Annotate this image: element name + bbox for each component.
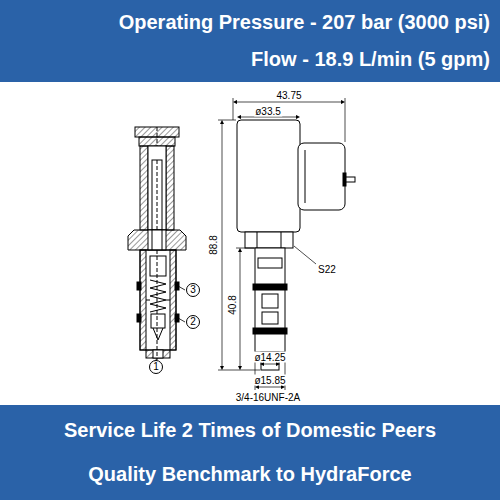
dimension-line-part [262,364,278,365]
callout-circle: 2 [186,315,200,329]
callout-circle: 3 [186,283,200,297]
section-view-part [128,230,186,250]
side-view-part [255,248,285,352]
dimension-line-part [218,120,236,121]
side-view-part [305,150,306,203]
dimension-line [218,98,345,390]
section-view-part [152,230,153,250]
side-view-part [262,294,278,308]
section-view-part [162,230,163,250]
side-view-part [281,232,282,248]
side-view-part [298,143,345,210]
callout-number: 2 [190,317,196,327]
section-view-part [146,350,170,358]
section-view-part [140,250,146,350]
side-view-part [258,258,282,268]
side-view-part [253,328,287,334]
section-view-part [151,314,165,328]
section-view-part [166,146,174,230]
section-view-part [157,127,158,146]
dimension-line-part [239,117,298,118]
section-view-part [170,250,176,350]
section-view-part [140,250,176,350]
section-view-part [137,314,141,322]
section-view-part [153,350,163,358]
section-view-part [137,282,141,290]
leader-line [156,286,185,362]
callout-number: 1 [153,362,159,372]
thread-spec-label: 3/4-16UNF-2A [235,392,301,403]
side-view-part [245,232,293,248]
dimension-line-part [222,122,223,368]
dimension-line-part [235,102,343,103]
dimension-text: ø15.85 [253,375,286,386]
section-view-part [153,328,163,340]
dimension-text: 40.8 [227,294,238,315]
dimension-text: ø33.5 [254,106,282,117]
side-view [237,120,355,370]
leader-line-part [178,286,185,290]
section-view-part [150,256,166,276]
dimension-line-part [257,387,283,388]
leader-line-part [178,318,185,322]
dimension-line-part [294,246,316,264]
section-view [128,127,186,360]
dimension-line-part [236,248,254,249]
banner-text: Quality Benchmark to HydraForce [88,463,411,486]
side-view-part [253,284,287,290]
section-view-part [150,280,166,312]
section-view-part [157,160,158,230]
section-view-part [148,230,166,250]
dimension-text: ø14.25 [253,352,286,363]
callout-number: 3 [190,285,196,295]
callout-circle: 1 [149,360,163,374]
dimension-line-part [240,250,241,368]
banner-text: Service Life 2 Times of Domestic Peers [64,419,436,442]
side-view-part [257,232,258,248]
dimension-line-part [345,98,346,142]
side-view-part [237,120,300,232]
header-banner: Operating Pressure - 207 bar (3000 psi) F… [0,0,500,82]
banner-text: Flow - 18.9 L/min (5 gpm) [251,48,490,71]
section-view-part [166,300,170,301]
section-view-part [152,160,162,230]
dimension-line-part [233,98,234,120]
banner-text: Operating Pressure - 207 bar (3000 psi) [119,11,490,34]
section-view-part [148,146,166,230]
section-view-part [146,300,150,301]
dimension-text: 88.8 [208,234,219,255]
side-view-part [262,312,278,324]
footer-banner: Service Life 2 Times of Domestic PeersQu… [0,405,500,500]
hex-size-label: S22 [317,264,337,275]
section-view-part [157,250,158,360]
dimension-line-part [218,370,260,371]
side-view-part [343,173,346,186]
dimension-text: 43.75 [275,90,302,101]
section-view-part [140,146,148,230]
